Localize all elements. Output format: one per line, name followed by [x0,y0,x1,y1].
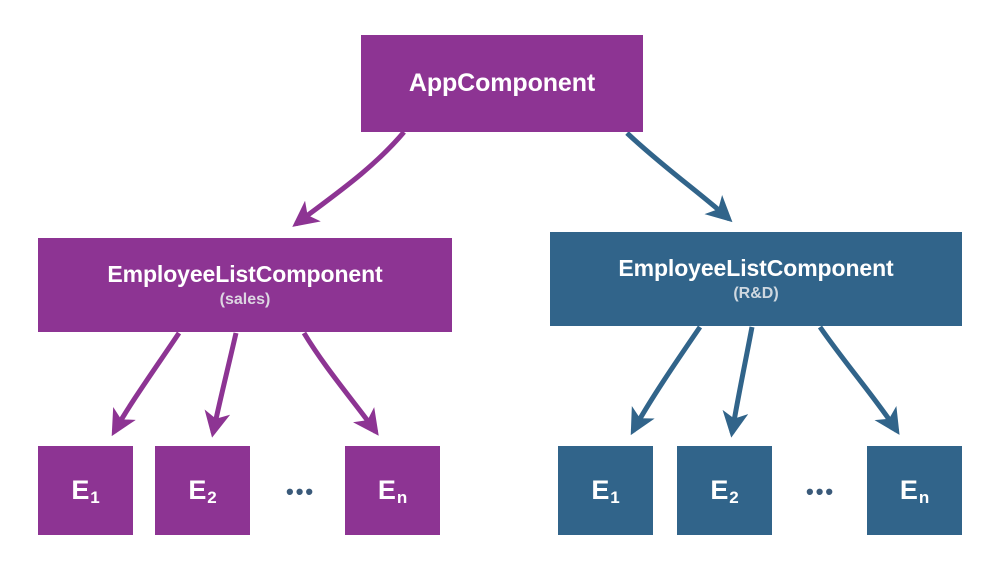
ellipsis-rnd: ••• [806,479,836,504]
arrow-app-to-sales [292,130,406,227]
arrow-rnd-to-leaf-n [817,325,900,435]
node-employee-list-rnd-sublabel: (R&D) [733,284,779,302]
arrow-rnd-to-leaf-1 [630,325,703,436]
node-app-component[interactable]: AppComponent [361,35,643,132]
node-employee-list-rnd[interactable]: EmployeeListComponent (R&D) [550,232,962,326]
node-employee-list-sales-label: EmployeeListComponent [107,261,383,288]
arrow-rnd-to-leaf-2 [722,326,755,438]
node-employee-list-sales[interactable]: EmployeeListComponent (sales) [38,238,452,332]
leaf-base: E [188,474,207,505]
arrow-app-to-rnd [625,131,733,223]
leaf-base: E [899,474,918,505]
leaf-base: E [71,474,90,505]
leaf-base: E [377,474,396,505]
leaf-base: E [591,474,610,505]
arrow-sales-to-leaf-1 [111,331,182,437]
node-employee-list-sales-sublabel: (sales) [219,290,271,308]
leaf-base: E [710,474,729,505]
node-employee-list-rnd-label: EmployeeListComponent [618,255,894,282]
node-app-component-label: AppComponent [408,69,596,98]
arrow-sales-to-leaf-n [301,331,379,436]
ellipsis-sales: ••• [286,479,316,504]
arrow-sales-to-leaf-2 [204,332,239,438]
